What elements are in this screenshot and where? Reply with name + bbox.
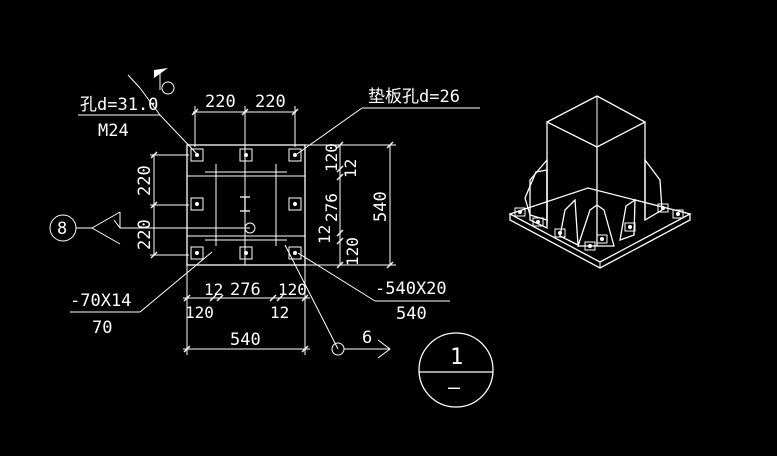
dim-bottom-left: 120 <box>185 303 214 322</box>
anchor-bolt-icon <box>657 203 669 213</box>
dim-left-lower: 220 <box>135 219 155 250</box>
anchor-bolt-icon <box>672 209 684 219</box>
bolt-hole-icon <box>288 197 302 211</box>
anchor-bolt-icon <box>624 222 636 232</box>
anchor-bolt-icon <box>584 241 596 251</box>
dim-bottom-small-right: 12 <box>270 303 289 322</box>
anchor-bolt-icon <box>596 234 608 244</box>
section-sheet: — <box>448 375 461 399</box>
bolt-hole-icon <box>190 148 204 162</box>
leader-lines <box>70 107 480 313</box>
weld-reference-number: 8 <box>57 219 67 239</box>
weld-size-number: 6 <box>362 328 372 348</box>
weld-reference-symbol <box>49 211 256 245</box>
dim-bottom-right: 120 <box>278 280 307 299</box>
bolt-hole-icon <box>288 148 302 162</box>
i-section-symbol <box>240 196 250 212</box>
callout-stiffener-bottom: 70 <box>92 318 112 338</box>
callout-stiffener-top: -70X14 <box>70 291 131 311</box>
dimension-lines <box>150 106 396 355</box>
callout-plate-bottom: 540 <box>396 304 427 324</box>
callout-bolt-hole: 孔d=31.0 <box>80 95 158 115</box>
weld-size-symbol <box>284 244 391 359</box>
anchor-bolt-icon <box>554 228 566 238</box>
bolt-hole-icon <box>239 246 253 260</box>
section-mark-symbol <box>418 332 494 408</box>
anchor-bolt-icon <box>532 217 544 227</box>
bolt-hole-icon <box>239 148 253 162</box>
dim-right-top: 120 <box>322 143 341 172</box>
dim-top-left: 220 <box>205 92 236 112</box>
dim-right-middle: 276 <box>322 193 341 222</box>
dim-right-top-small: 12 <box>341 159 360 178</box>
dim-bottom-overall: 540 <box>230 330 261 350</box>
bolt-hole-icon <box>190 197 204 211</box>
dim-top-right: 220 <box>255 92 286 112</box>
callout-washer-hole: 垫板孔d=26 <box>368 87 460 107</box>
base-plate-plan <box>186 144 306 266</box>
field-weld-flag-icon <box>127 68 175 116</box>
bolt-holes <box>190 148 302 260</box>
bolt-hole-icon <box>190 246 204 260</box>
dim-right-bottom: 120 <box>343 237 362 266</box>
dim-right-overall: 540 <box>371 191 391 222</box>
section-number: 1 <box>450 345 463 370</box>
isometric-column-base <box>508 95 692 269</box>
dim-bottom-small-left: 12 <box>204 280 223 299</box>
dim-bottom-middle: 276 <box>230 280 261 300</box>
callout-bolt-size: M24 <box>98 121 129 141</box>
callout-plate-top: -540X20 <box>375 279 447 299</box>
anchor-bolt-icon <box>514 207 526 217</box>
dim-right-bottom-small: 12 <box>315 225 334 244</box>
dim-left-upper: 220 <box>135 165 155 196</box>
anchor-bolts <box>514 203 684 251</box>
